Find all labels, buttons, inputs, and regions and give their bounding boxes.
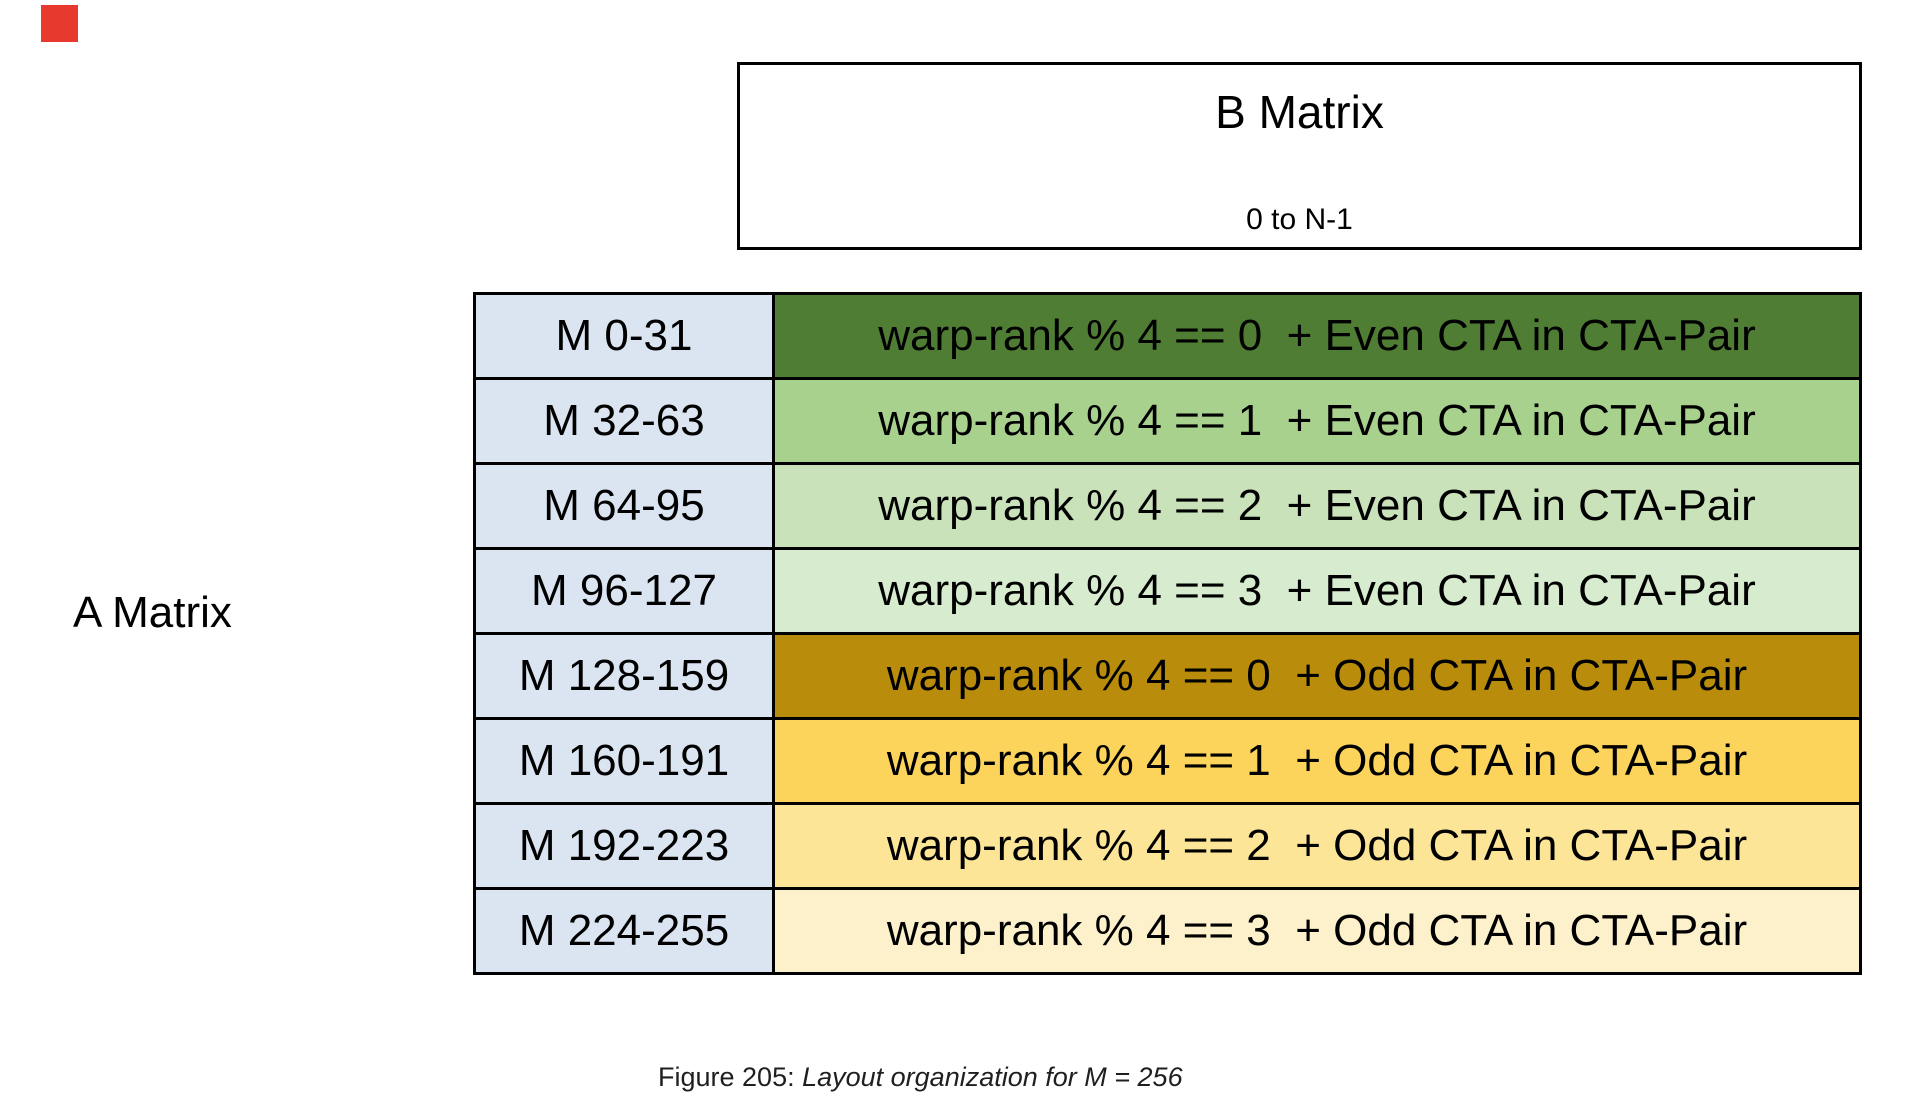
figure-caption: Figure 205: Layout organization for M = … [658,1062,1183,1093]
row-label: M 0-31 [476,295,772,377]
row-formula: warp-rank % 4 == 0 + Even CTA in CTA-Pai… [775,295,1859,377]
row-label: M 96-127 [476,550,772,632]
figure-caption-prefix: Figure 205: [658,1062,803,1092]
a-matrix-label: A Matrix [73,588,232,637]
red-marker-square [41,5,78,42]
figure-caption-text: Layout organization for M = 256 [802,1062,1183,1092]
b-matrix-box: B Matrix 0 to N-1 [737,62,1862,250]
row-formula: warp-rank % 4 == 1 + Even CTA in CTA-Pai… [775,380,1859,462]
row-formula: warp-rank % 4 == 0 + Odd CTA in CTA-Pair [775,635,1859,717]
row-label: M 192-223 [476,805,772,887]
row-formula: warp-rank % 4 == 3 + Even CTA in CTA-Pai… [775,550,1859,632]
row-label: M 128-159 [476,635,772,717]
b-matrix-title: B Matrix [1215,86,1384,138]
layout-table: M 0-31 warp-rank % 4 == 0 + Even CTA in … [473,292,1862,975]
row-formula: warp-rank % 4 == 2 + Even CTA in CTA-Pai… [775,465,1859,547]
b-matrix-range-label: 0 to N-1 [1246,203,1353,236]
row-label: M 64-95 [476,465,772,547]
row-formula: warp-rank % 4 == 2 + Odd CTA in CTA-Pair [775,805,1859,887]
row-formula: warp-rank % 4 == 1 + Odd CTA in CTA-Pair [775,720,1859,802]
row-label: M 224-255 [476,890,772,972]
row-formula: warp-rank % 4 == 3 + Odd CTA in CTA-Pair [775,890,1859,972]
row-label: M 32-63 [476,380,772,462]
row-label: M 160-191 [476,720,772,802]
